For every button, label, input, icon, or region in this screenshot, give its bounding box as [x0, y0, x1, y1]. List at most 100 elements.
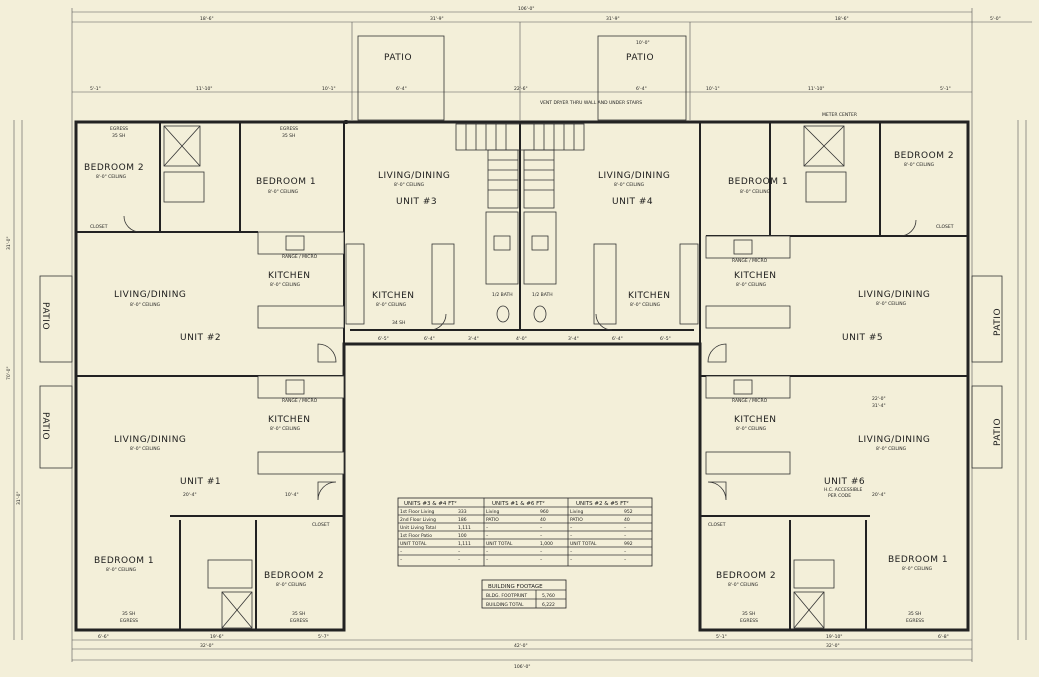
building-footage-title: BUILDING FOOTAGE	[488, 584, 543, 590]
footprint-label: BLDG. FOOTPRINT	[486, 593, 527, 599]
unit5-bedroom2-ceiling: 8'-0" CEILING	[904, 162, 935, 168]
table-cell: –	[570, 526, 573, 531]
footage-table: UNITS #3 & #4 FT² UNITS #1 & #6 FT² UNIT…	[397, 497, 653, 567]
table-cell: –	[400, 558, 403, 563]
dim-top-n: 5'-1"	[940, 86, 951, 92]
stairs: VENT DRYER THRU WALL AND UNDER STAIRS	[455, 100, 642, 209]
building-footage: BUILDING FOOTAGE BLDG. FOOTPRINT 5,760 B…	[481, 579, 567, 609]
unit2-bedroom1-label: BEDROOM 1	[256, 177, 316, 187]
dim-mid-e: 3'-4"	[568, 336, 579, 342]
unit6-label: UNIT #6	[824, 477, 865, 487]
table-cell: –	[458, 550, 461, 555]
dim-top-m: 11'-10"	[808, 86, 824, 92]
unit6-living-label: LIVING/DINING	[858, 435, 930, 445]
patio-label-top-left: PATIO	[384, 53, 412, 63]
unit2-kitchen-ceiling: 8'-0" CEILING	[270, 282, 301, 288]
table-cell: 1,111	[458, 525, 471, 531]
unit4-labels: LIVING/DINING 8'-0" CEILING UNIT #4 KITC…	[598, 171, 671, 308]
unit1-labels: LIVING/DINING 8'-0" CEILING KITCHEN 8'-0…	[94, 398, 330, 624]
table-cell: –	[458, 558, 461, 563]
unit2-living-ceiling: 8'-0" CEILING	[130, 302, 161, 308]
dim-u6-w: 22'-0"	[872, 396, 886, 402]
unit6-egress-2: EGRESS	[906, 618, 924, 624]
table-cell: 100	[458, 533, 467, 539]
dim-bot-h: 19'-10"	[826, 634, 842, 640]
unit6-kitchen-label: KITCHEN	[734, 415, 777, 425]
footprint-value: 5,760	[542, 593, 555, 599]
table-cell: Living	[486, 509, 500, 515]
unit1-kitchen-ceiling: 8'-0" CEILING	[270, 426, 301, 432]
dim-left-a: 31'-0"	[6, 236, 12, 250]
table-cell: –	[486, 534, 489, 539]
unit5-bedroom1-label: BEDROOM 1	[728, 177, 788, 187]
unit1-range: RANGE / MICRO	[282, 398, 318, 404]
unit2-label: UNIT #2	[180, 333, 221, 343]
unit4-kitchen-label: KITCHEN	[628, 291, 671, 301]
unit3-living-label: LIVING/DINING	[378, 171, 450, 181]
table-cell: UNIT TOTAL	[486, 541, 513, 547]
unit2-labels: BEDROOM 2 8'-0" CEILING BEDROOM 1 8'-0" …	[84, 126, 318, 343]
unit1-bedroom1-label: BEDROOM 1	[94, 556, 154, 566]
unit1-sqft-2: 35 SH	[292, 611, 305, 617]
unit5-range: RANGE / MICRO	[732, 258, 768, 264]
table-cell: 1st Floor Living	[400, 509, 435, 515]
unit6-ha: H.C. ACCESSIBLE	[824, 487, 862, 493]
unit5-kitchen-ceiling: 8'-0" CEILING	[736, 282, 767, 288]
dim-u1-w2: 10'-4"	[285, 492, 299, 498]
dim-bot-f: 5'-7"	[318, 634, 329, 640]
table-cell: 1st Floor Patio	[400, 533, 432, 539]
unit1-label: UNIT #1	[180, 477, 221, 487]
table-cell: 960	[540, 509, 549, 515]
dim-top-d: 18'-6"	[835, 16, 849, 22]
unit1-bedroom2-ceiling: 8'-0" CEILING	[276, 582, 307, 588]
unit2-range: RANGE / MICRO	[282, 254, 318, 260]
dim-top-a: 18'-6"	[200, 16, 214, 22]
dim-top-k: 6'-4"	[636, 86, 647, 92]
unit5-meter: METER CENTER	[822, 112, 857, 118]
dim-top-c: 31'-9"	[606, 16, 620, 22]
bath-fixtures	[163, 125, 847, 629]
unit4-half-bath: 1/2 BATH	[532, 292, 553, 298]
table-cell: PATIO	[570, 517, 583, 523]
table-cell: UNIT TOTAL	[570, 541, 597, 547]
table-cell: PATIO	[486, 517, 499, 523]
unit5-labels: BEDROOM 1 8'-0" CEILING BEDROOM 2 8'-0" …	[728, 112, 954, 343]
table-cell: –	[486, 558, 489, 563]
table-cell: 1,000	[540, 541, 553, 547]
unit5-closet: CLOSET	[936, 224, 954, 230]
unit1-living-ceiling: 8'-0" CEILING	[130, 446, 161, 452]
unit5-kitchen-label: KITCHEN	[734, 271, 777, 281]
dim-bot-total: 106'-0"	[514, 664, 530, 670]
unit2-sqft-1: 35 SH	[112, 133, 125, 139]
unit2-egress-1: EGRESS	[110, 126, 128, 132]
unit1-egress-2: EGRESS	[290, 618, 308, 624]
dim-bot-a: 32'-0"	[200, 643, 214, 649]
dim-u1-w: 20'-4"	[183, 492, 197, 498]
dim-bot-c: 42'-0"	[514, 643, 528, 649]
unit2-egress-2: EGRESS	[280, 126, 298, 132]
unit6-sqft-1: 35 SH	[742, 611, 755, 617]
table-cell: 952	[624, 509, 633, 515]
unit6-ha2: PER CODE	[828, 493, 851, 499]
patio-label-left-lower: PATIO	[40, 412, 50, 440]
table-cell: –	[570, 534, 573, 539]
building-total-label: BUILDING TOTAL	[486, 602, 524, 608]
unit1-bedroom2-label: BEDROOM 2	[264, 571, 324, 581]
unit5-label: UNIT #5	[842, 333, 883, 343]
unit3-sqft: 34 SH	[392, 320, 405, 326]
unit6-kitchen-ceiling: 8'-0" CEILING	[736, 426, 767, 432]
patio-label-top-right: PATIO	[626, 53, 654, 63]
doors	[123, 215, 917, 501]
table-header-2: UNITS #1 & #6 FT²	[492, 500, 545, 507]
dim-top-i: 6'-4"	[396, 86, 407, 92]
dim-mid-f: 6'-4"	[612, 336, 623, 342]
dim-mid-g: 6'-5"	[660, 336, 671, 342]
unit2-bedroom2-label: BEDROOM 2	[84, 163, 144, 173]
table-cell: 186	[458, 517, 467, 523]
unit4-living-ceiling: 8'-0" CEILING	[614, 182, 645, 188]
unit3-half-bath: 1/2 BATH	[492, 292, 513, 298]
table-cell: 333	[458, 509, 467, 515]
dim-top-b: 31'-9"	[430, 16, 444, 22]
unit5-living-label: LIVING/DINING	[858, 290, 930, 300]
dimension-labels: 106'-0" 18'-6" 31'-9" 31'-9" 18'-6" 5'-0…	[6, 6, 1001, 670]
